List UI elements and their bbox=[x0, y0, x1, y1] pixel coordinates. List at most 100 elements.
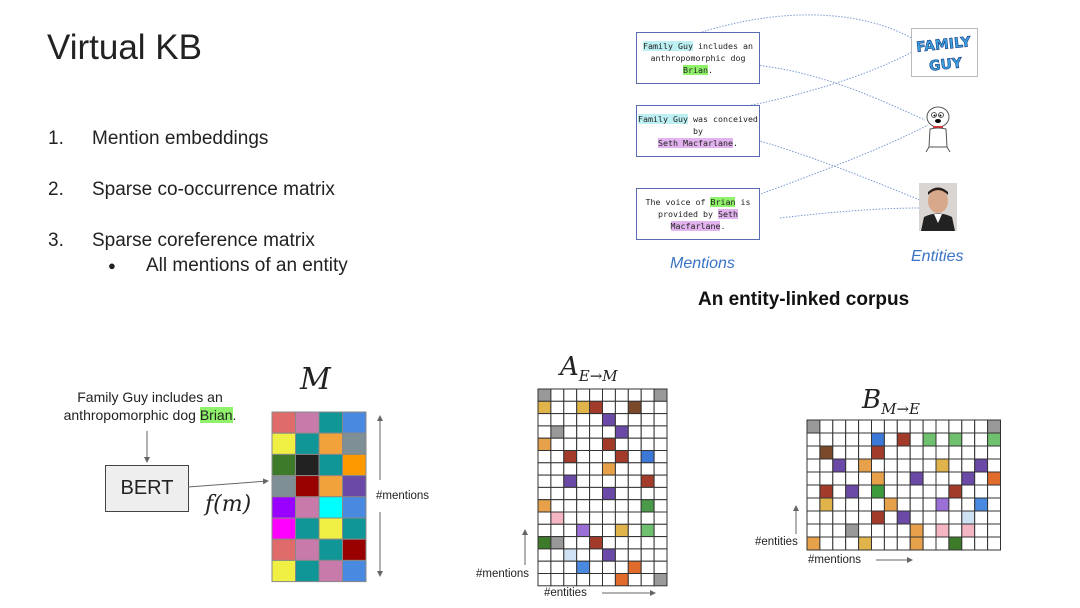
matrix-cell bbox=[948, 458, 963, 473]
matrix-cell bbox=[987, 458, 1001, 473]
matrix-cell bbox=[896, 484, 911, 499]
matrix-cell bbox=[858, 419, 872, 434]
example-sentence: Family Guy includes an anthropomorphic d… bbox=[50, 388, 250, 424]
matrix-cell bbox=[922, 484, 937, 499]
matrix-cell bbox=[974, 523, 989, 538]
example-sentence-period: . bbox=[232, 407, 237, 423]
matrix-a-x-axis: #entities bbox=[544, 587, 587, 599]
mention-text: . bbox=[720, 221, 726, 231]
matrix-cell bbox=[832, 445, 847, 460]
matrix-cell bbox=[974, 510, 989, 525]
matrix-cell bbox=[961, 445, 976, 460]
matrix-cell bbox=[653, 573, 668, 587]
list-item-3-number: 3. bbox=[48, 230, 64, 251]
matrix-cell bbox=[987, 432, 1001, 447]
mention-text: . bbox=[707, 65, 713, 75]
matrix-cell bbox=[819, 510, 834, 525]
matrix-cell bbox=[883, 536, 898, 551]
matrix-cell bbox=[883, 484, 898, 499]
matrix-cell bbox=[922, 432, 937, 447]
matrix-cell bbox=[858, 471, 872, 486]
matrix-cell bbox=[974, 445, 989, 460]
matrix-cell bbox=[948, 445, 963, 460]
matrix-cell bbox=[948, 497, 963, 512]
seth-macfarlane-photo bbox=[919, 183, 957, 231]
brian-highlight: Brian bbox=[199, 407, 233, 423]
matrix-cell bbox=[961, 510, 976, 525]
list-item-3-text: Sparse coreference matrix bbox=[92, 230, 315, 251]
matrix-cell bbox=[974, 458, 989, 473]
matrix-cell bbox=[832, 471, 847, 486]
mention-highlight-cyan: Family Guy bbox=[638, 114, 688, 124]
fm-label: f(m) bbox=[205, 492, 252, 517]
matrix-cell bbox=[896, 419, 911, 434]
matrix-cell bbox=[806, 432, 821, 447]
example-sentence-line-2-text: anthropomorphic dog bbox=[63, 407, 200, 423]
mention-text: provided by bbox=[658, 209, 718, 219]
matrix-cell bbox=[883, 419, 898, 434]
list-item-2-text: Sparse co-occurrence matrix bbox=[92, 179, 335, 200]
matrix-cell bbox=[948, 536, 963, 551]
corpus-caption: An entity-linked corpus bbox=[698, 289, 910, 310]
matrix-cell bbox=[806, 536, 821, 551]
matrix-cell bbox=[987, 497, 1001, 512]
matrix-cell bbox=[987, 510, 1001, 525]
list-item-1-text: Mention embeddings bbox=[92, 128, 269, 149]
matrix-cell bbox=[845, 484, 860, 499]
sub-bullet-dot: ● bbox=[108, 258, 116, 273]
matrix-cell bbox=[909, 484, 924, 499]
entities-label: Entities bbox=[911, 248, 964, 265]
matrix-cell bbox=[922, 523, 937, 538]
matrix-a-label-main: A bbox=[560, 352, 579, 382]
matrix-cell bbox=[935, 458, 950, 473]
matrix-cell bbox=[948, 419, 963, 434]
matrix-cell bbox=[871, 432, 885, 447]
matrix-cell bbox=[948, 432, 963, 447]
matrix-cell bbox=[819, 445, 834, 460]
matrix-cell bbox=[948, 471, 963, 486]
family-guy-logo: FAMILY GUY bbox=[911, 28, 978, 77]
matrix-cell bbox=[974, 471, 989, 486]
matrix-cell bbox=[819, 458, 834, 473]
matrix-cell bbox=[871, 536, 885, 551]
list-item-2-number: 2. bbox=[48, 179, 64, 200]
mention-highlight-green: Brian bbox=[683, 65, 708, 75]
matrix-cell bbox=[961, 536, 976, 551]
matrix-cell bbox=[858, 445, 872, 460]
matrix-cell bbox=[845, 536, 860, 551]
matrix-cell bbox=[845, 523, 860, 538]
mention-text: was conceived by bbox=[688, 114, 758, 136]
matrix-cell bbox=[871, 445, 885, 460]
matrix-b-label-sub: M→E bbox=[881, 400, 920, 419]
matrix-cell bbox=[871, 419, 885, 434]
matrix-cell bbox=[845, 445, 860, 460]
matrix-cell bbox=[961, 471, 976, 486]
matrix-cell bbox=[961, 497, 976, 512]
matrix-cell bbox=[987, 484, 1001, 499]
matrix-cell bbox=[845, 458, 860, 473]
matrix-cell bbox=[858, 458, 872, 473]
bert-box: BERT bbox=[105, 465, 189, 512]
matrix-a-label: AE→M bbox=[560, 352, 618, 385]
matrix-b-label-main: B bbox=[862, 385, 882, 415]
matrix-cell bbox=[961, 458, 976, 473]
matrix-cell bbox=[896, 523, 911, 538]
matrix-cell bbox=[935, 510, 950, 525]
matrix-cell bbox=[909, 432, 924, 447]
matrix-a-y-axis: #mentions bbox=[476, 568, 530, 580]
matrix-cell bbox=[832, 419, 847, 434]
matrix-cell bbox=[974, 484, 989, 499]
matrix-cell bbox=[935, 471, 950, 486]
matrix-b-y-axis: #entities bbox=[755, 536, 798, 548]
example-sentence-line-2: anthropomorphic dog Brian. bbox=[50, 406, 250, 424]
matrix-cell bbox=[909, 536, 924, 551]
matrix-cell bbox=[806, 523, 821, 538]
mentions-label: Mentions bbox=[670, 255, 735, 272]
matrix-b-label: BM→E bbox=[862, 385, 920, 418]
matrix-cell bbox=[974, 419, 989, 434]
matrix-cell bbox=[883, 458, 898, 473]
